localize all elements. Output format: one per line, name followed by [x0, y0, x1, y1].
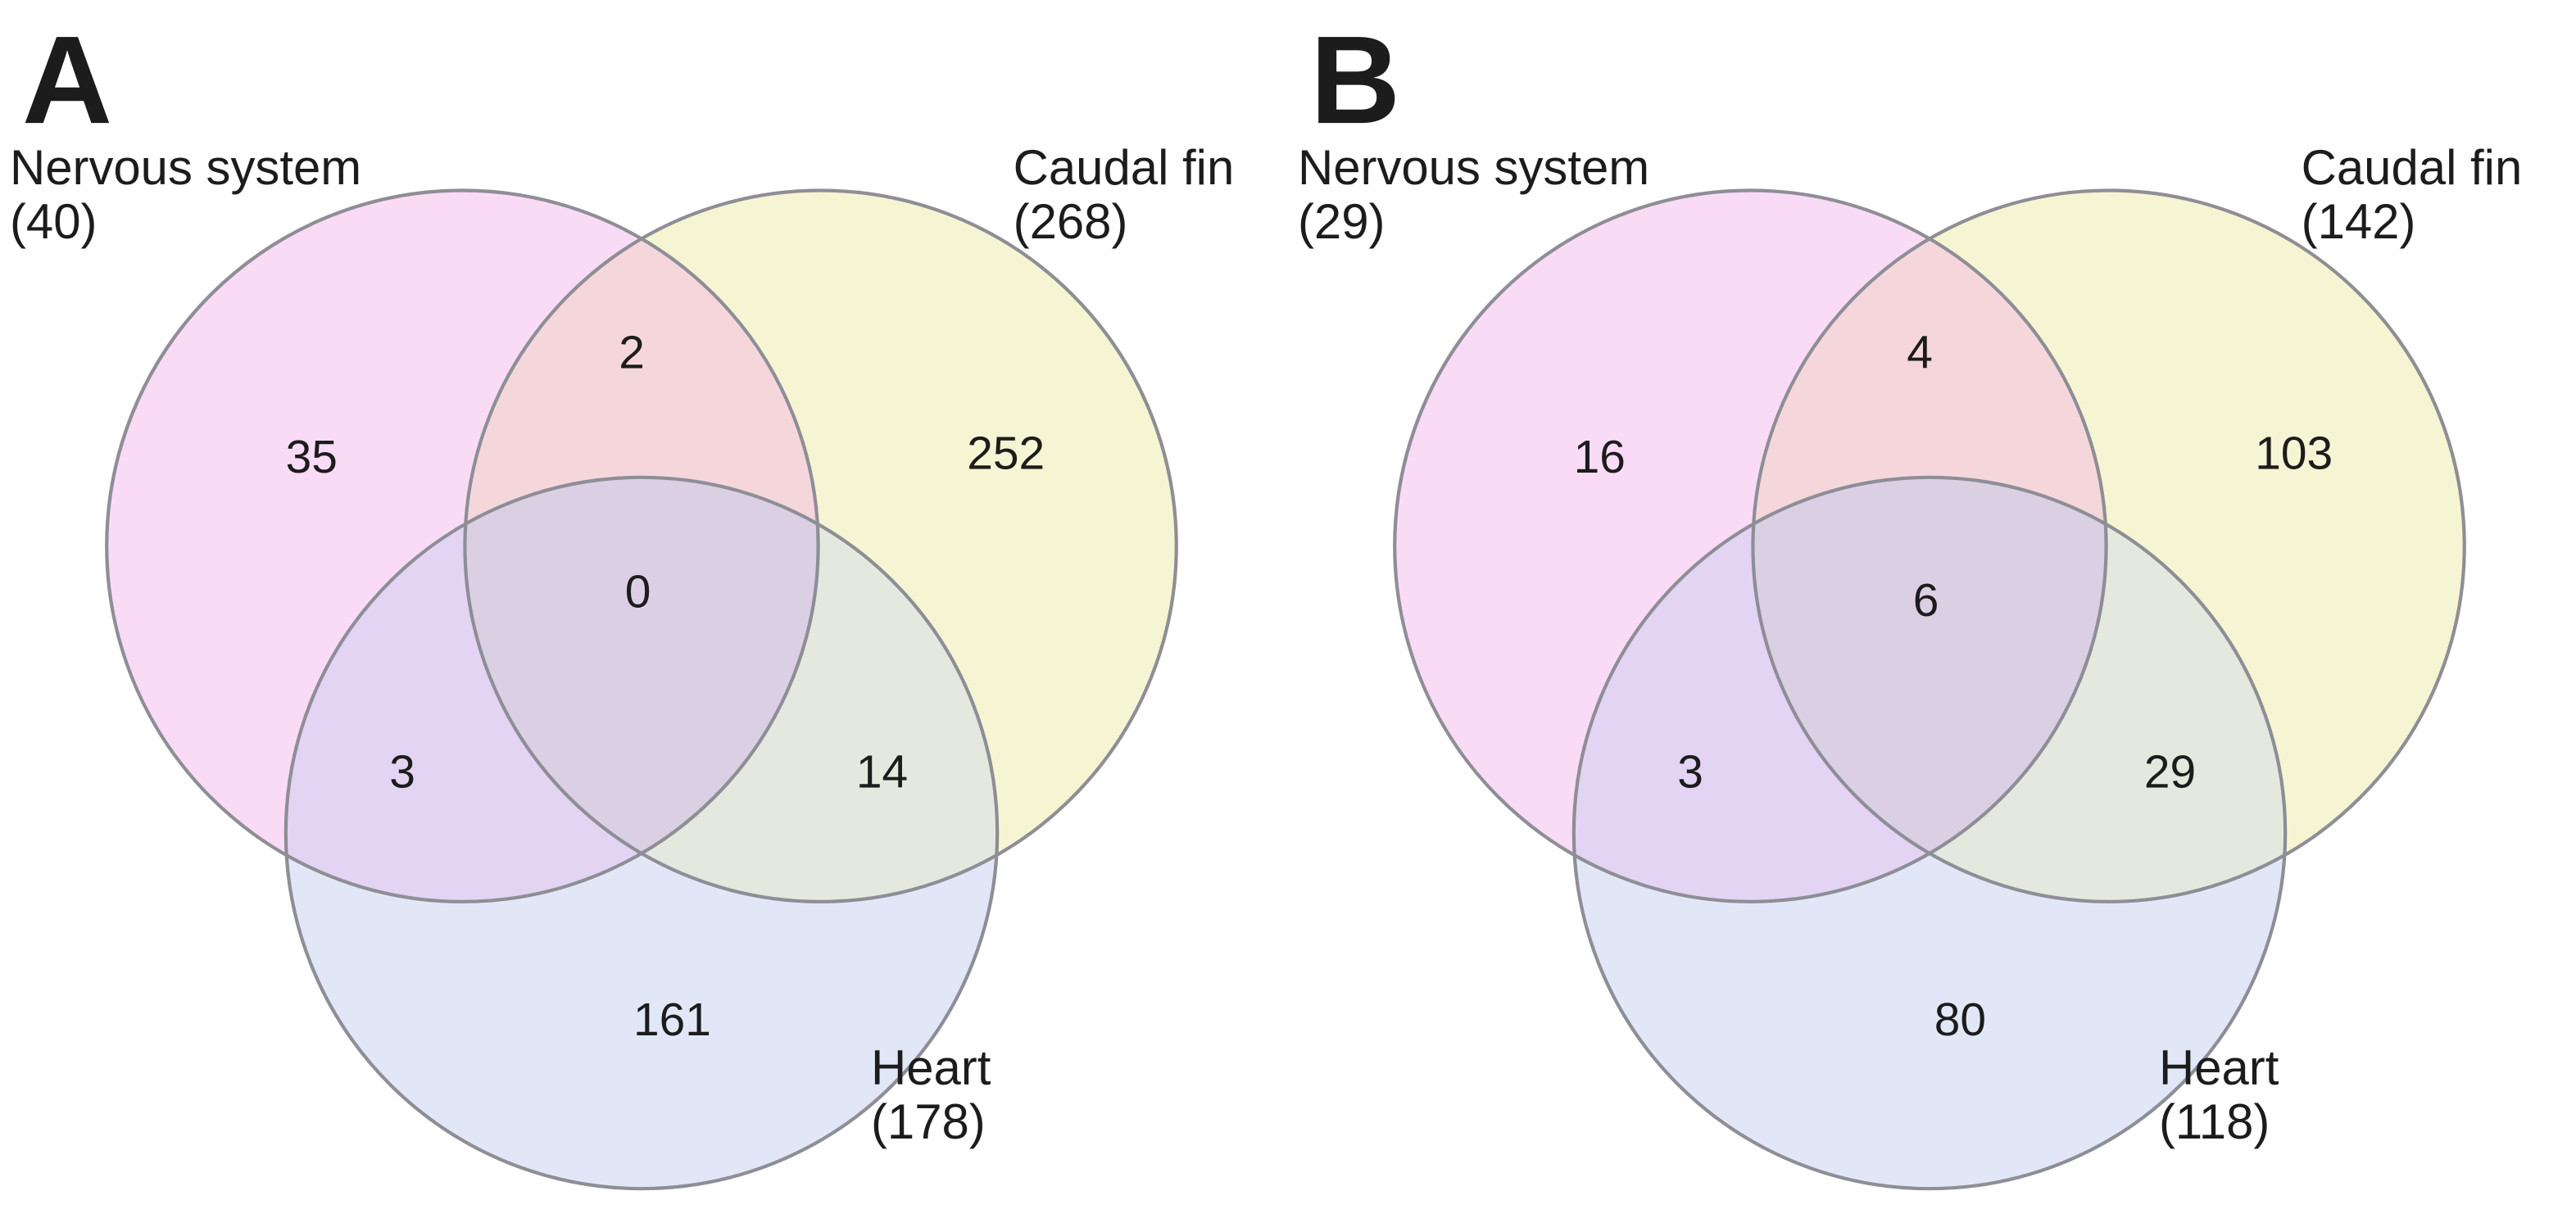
count-heart-only: 80 — [1934, 994, 1986, 1046]
count-nervous-heart: 3 — [1677, 746, 1703, 799]
set-label-caudal-count: (268) — [1014, 194, 1128, 249]
venn-regions-a — [105, 189, 1178, 1189]
set-label-heart-name: Heart — [871, 1040, 991, 1095]
count-nervous-caudal: 2 — [619, 327, 645, 379]
venn-outlines-a — [105, 188, 1178, 1191]
venn-outlines-b — [1393, 188, 2466, 1191]
circle-nervous-outline — [1393, 188, 2108, 903]
region-heart-only — [286, 853, 997, 1189]
circle-caudal-outline — [463, 188, 1178, 903]
region-nervous-heart — [1573, 523, 1930, 902]
set-label-nervous-name: Nervous system — [10, 140, 361, 195]
region-nervous-caudal — [1753, 238, 2106, 524]
set-label-heart-count: (178) — [871, 1094, 986, 1149]
count-nervous-only: 35 — [286, 431, 338, 483]
circle-caudal-outline — [1751, 188, 2466, 903]
panel-letter: B — [1310, 11, 1402, 150]
region-heart-only — [1574, 853, 2285, 1189]
panel-a: A Nervous system (40) Caudal fin (268) H… — [10, 11, 1235, 1191]
set-label-nervous-count: (29) — [1298, 194, 1385, 249]
region-nervous-only — [105, 189, 642, 855]
set-label-caudal-count: (142) — [2302, 194, 2416, 249]
count-caudal-heart: 14 — [856, 746, 908, 799]
count-nervous-only: 16 — [1574, 431, 1626, 483]
venn-diagram-a: A Nervous system (40) Caudal fin (268) H… — [10, 11, 1235, 1191]
set-label-heart-name: Heart — [2159, 1040, 2279, 1095]
count-caudal-heart: 29 — [2144, 746, 2196, 799]
venn-diagram-b: B Nervous system (29) Caudal fin (142) H… — [1298, 11, 2523, 1191]
region-nervous-heart — [285, 523, 642, 902]
set-label-heart-count: (118) — [2159, 1094, 2270, 1149]
count-heart-only: 161 — [633, 994, 711, 1046]
venn-regions-b — [1393, 189, 2466, 1189]
set-label-nervous-count: (40) — [10, 194, 97, 249]
count-caudal-only: 103 — [2255, 427, 2333, 479]
circle-nervous-outline — [105, 188, 820, 903]
set-label-caudal-name: Caudal fin — [2302, 140, 2523, 195]
circle-heart-outline — [1571, 475, 2288, 1191]
panel-letter: A — [22, 11, 114, 150]
region-nervous-caudal — [465, 238, 818, 524]
count-nervous-heart: 3 — [389, 746, 415, 799]
panel-b: B Nervous system (29) Caudal fin (142) H… — [1288, 0, 2576, 1227]
region-all-three — [465, 477, 819, 853]
region-caudal-heart — [1930, 523, 2286, 902]
count-nervous-caudal: 4 — [1907, 327, 1933, 379]
region-caudal-heart — [642, 523, 998, 902]
region-all-three — [1753, 477, 2107, 853]
set-label-caudal-name: Caudal fin — [1014, 140, 1235, 195]
count-caudal-only: 252 — [967, 427, 1045, 479]
region-nervous-only — [1393, 189, 1930, 855]
count-all-three: 0 — [625, 566, 651, 618]
set-label-nervous-name: Nervous system — [1298, 140, 1649, 195]
region-caudal-only — [642, 189, 1178, 855]
count-all-three: 6 — [1913, 574, 1939, 627]
circle-heart-outline — [283, 475, 1000, 1191]
region-caudal-only — [1930, 189, 2466, 855]
